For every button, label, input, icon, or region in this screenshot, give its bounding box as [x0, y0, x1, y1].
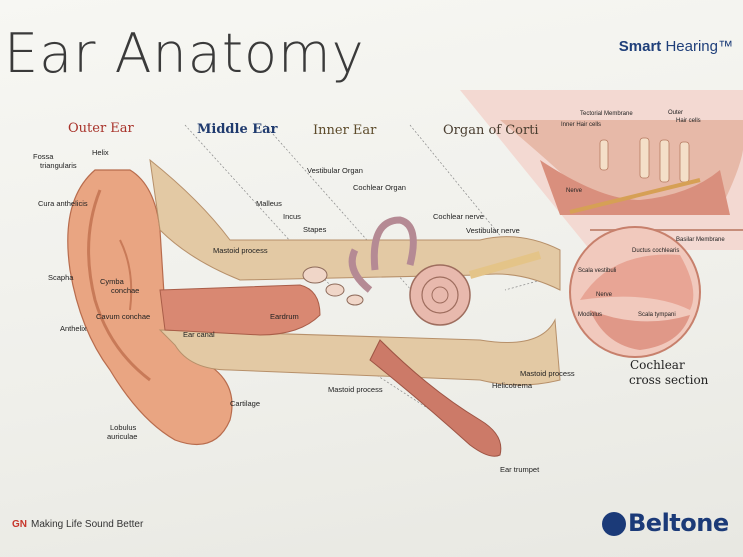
label-anthelix: Anthelix [60, 324, 87, 333]
beltone-logo: Beltone [602, 509, 729, 537]
label-cavum-conchae: Cavum conchae [96, 312, 151, 321]
label-outer-hair-2: Hair cells [676, 118, 701, 124]
label-mastoid-process-1: Mastoid process [213, 246, 268, 255]
label-vestibular-organ: Vestibular Organ [307, 166, 363, 175]
brand-strong: Smart [618, 38, 662, 55]
label-malleus: Malleus [256, 199, 282, 208]
cochlear-cross-section-title: Cochlear cross section [629, 358, 709, 388]
label-lobulus-2: auriculae [107, 432, 138, 441]
cross-section-line2: cross section [629, 373, 709, 387]
label-outer-hair-1: Outer [668, 110, 684, 116]
tagline-text: Making Life Sound Better [31, 519, 144, 530]
cochlea-shape [409, 264, 471, 326]
label-vestibular-nerve: Vestibular nerve [466, 226, 520, 235]
label-mastoid-process-2: Mastoid process [328, 385, 383, 394]
page-title: Ear Anatomy [4, 22, 365, 85]
label-cymba-1: Cymba [100, 277, 124, 286]
label-tectorial-membrane: Tectorial Membrane [580, 111, 633, 117]
label-stapes: Stapes [303, 225, 327, 234]
label-nerve-2: Nerve [596, 292, 613, 298]
label-helicotrema: Helicotrema [492, 381, 533, 390]
label-cartilage: Cartilage [230, 399, 261, 408]
label-eardrum: Eardrum [270, 312, 299, 321]
label-cymba-2: conchae [111, 286, 140, 295]
section-middle-ear: Middle Ear [197, 122, 278, 137]
label-cura-anthelicis: Cura anthelicis [38, 199, 88, 208]
footer-tagline: GN Making Life Sound Better [12, 519, 143, 530]
label-fossa-2: triangularis [40, 161, 77, 170]
brand-rest: Hearing™ [661, 38, 733, 55]
label-scapha: Scapha [48, 273, 74, 282]
section-organ-of-corti: Organ of Corti [443, 123, 539, 138]
label-scala-vestibuli: Scala vestibuli [578, 268, 617, 274]
cross-section-line1: Cochlear [630, 358, 685, 372]
label-ear-trumpet: Ear trumpet [500, 465, 540, 474]
beltone-globe-icon [602, 512, 626, 536]
label-mastoid-process-3: Mastoid process [520, 369, 575, 378]
label-cochlear-nerve: Cochlear nerve [433, 212, 484, 221]
section-outer-ear: Outer Ear [68, 121, 134, 136]
label-scala-tympani: Scala tympani [638, 312, 676, 318]
label-helix: Helix [92, 148, 109, 157]
label-ductus-cochlearis: Ductus cochlearis [632, 248, 680, 254]
label-cochlear-organ: Cochlear Organ [353, 183, 406, 192]
gn-logo: GN [12, 519, 27, 530]
label-lobulus-1: Lobulus [110, 423, 137, 432]
label-modiolus: Modiolus [578, 312, 603, 318]
beltone-logo-text: Beltone [628, 509, 729, 537]
label-fossa-1: Fossa [33, 152, 54, 161]
section-inner-ear: Inner Ear [313, 123, 377, 138]
brand-smart-hearing: Smart Hearing™ [619, 38, 733, 55]
label-ear-canal: Ear canal [183, 330, 215, 339]
label-basilar-membrane: Basilar Membrane [676, 237, 725, 243]
label-incus: Incus [283, 212, 301, 221]
label-inner-hair-cells: Inner Hair cells [561, 122, 602, 128]
label-nerve-1: Nerve [566, 188, 583, 194]
